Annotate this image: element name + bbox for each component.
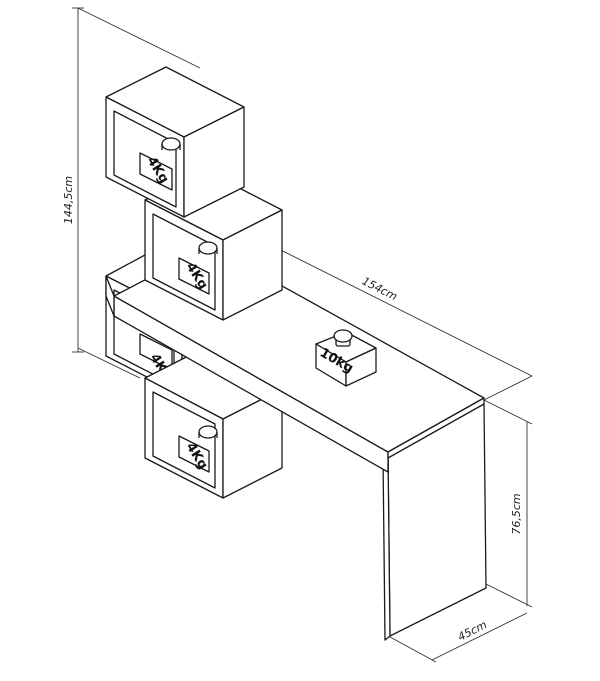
desk-weight: 10kg: [315, 329, 377, 387]
desk-leg-edge: [382, 451, 391, 641]
desk-height-label: 76,5cm: [510, 493, 523, 534]
width-label: 154cm: [360, 275, 400, 304]
height-dimension: 144,5cm: [62, 7, 201, 379]
height-label: 144,5cm: [62, 176, 75, 224]
desk-top-side-edge: [387, 397, 485, 459]
desk-height-dimension: 76,5cm: [483, 399, 533, 608]
cube-top: 4Kg: [105, 66, 245, 218]
cube-bottom: 4Kg: [144, 347, 283, 499]
